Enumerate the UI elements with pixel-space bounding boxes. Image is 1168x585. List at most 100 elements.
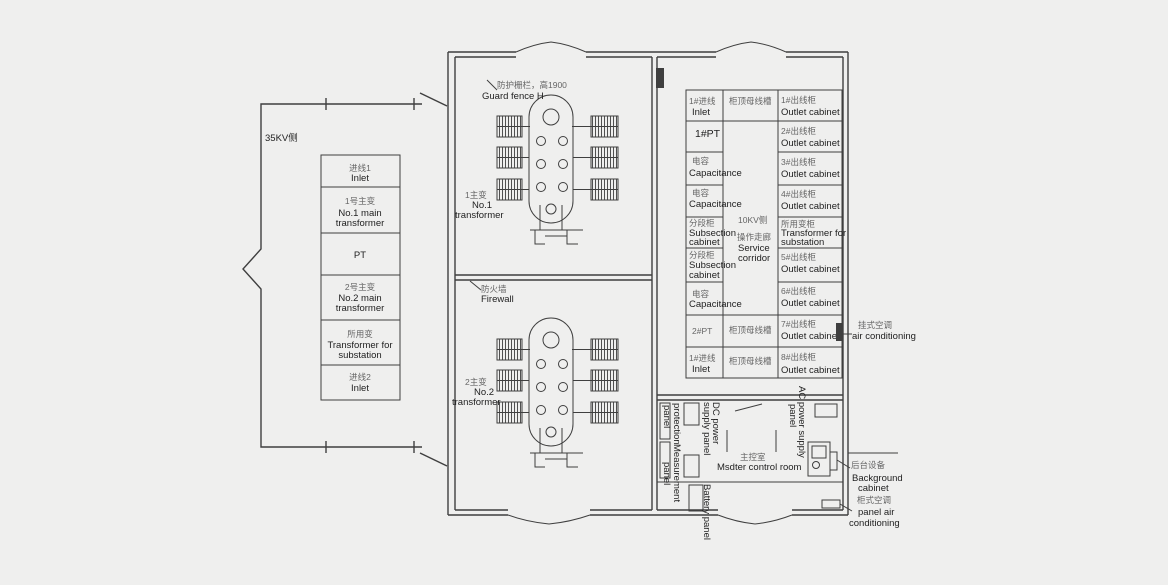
ac-power-panel-label: panel: [787, 404, 798, 427]
outlet-cabinet-en: Outlet cabinet: [781, 298, 840, 309]
battery-panel-label: Battery panel: [701, 484, 712, 540]
service-corridor-label: corridor: [738, 253, 770, 264]
protection-panel-label: panel: [661, 405, 672, 428]
guard-fence-cn: 防护栅栏，高1900: [497, 80, 567, 90]
corridor-cn: 10KV侧: [738, 215, 767, 225]
cabinet-capacitance-en: Capacitance: [689, 299, 742, 310]
ac-power-panel-cabinet: [814, 403, 838, 418]
busbar-trunking-label: 柜顶母线槽: [729, 356, 772, 366]
building-walls: [447, 51, 849, 516]
panel-ac-en: conditioning: [849, 518, 900, 529]
measurement-panel-label: Measurement: [671, 444, 682, 502]
bay-main-transformer-2-en: No.2 main: [338, 293, 381, 304]
bay-pt-label: PT: [354, 250, 366, 261]
background-cabinet: [807, 441, 838, 477]
outlet-cabinet-en: Outlet cabinet: [781, 169, 840, 180]
transformer-2-en: No.2: [474, 387, 494, 398]
bay-main-transformer-1-en: No.1 main: [338, 208, 381, 219]
firewall-cn: 防火墙: [481, 284, 507, 294]
transformer-1-en: No.1: [472, 200, 492, 211]
cabinet-1pt-label: 1#PT: [695, 128, 721, 140]
bay-main-transformer-2-en: transformer: [336, 303, 385, 314]
door-swings: [507, 41, 793, 525]
cabinet-subsection-cn: 分段柜: [689, 218, 715, 228]
cabinet-subsection-en: Subsection: [689, 260, 736, 271]
cabinet-incoming-cn: 1#进线: [689, 96, 716, 106]
busbar-trunking-label: 柜顶母线槽: [729, 325, 772, 335]
fence-leader-line: [486, 79, 498, 91]
background-cabinet-en: cabinet: [858, 483, 889, 494]
dc-power-panel-label: DC power: [710, 402, 721, 444]
wall-ac-cn: 挂式空调: [858, 320, 892, 330]
wall-ac-unit: [836, 323, 843, 341]
wall-vent-block: [656, 68, 664, 88]
outlet-cabinet-cn: 1#出线柜: [781, 95, 816, 105]
main-transformer-1: [496, 94, 619, 245]
radiator-bank-left: [496, 338, 530, 424]
background-cabinet-en: Background: [852, 473, 903, 484]
station-transformer-cabinet-en: Transformer for: [781, 228, 846, 239]
station-transformer-cabinet-en: substation: [781, 237, 824, 248]
cabinet-capacitance-cn: 电容: [692, 156, 710, 166]
transformer-2-cn: 2主变: [465, 377, 487, 387]
cabinet-subsection-en: cabinet: [689, 237, 720, 248]
firewall-en: Firewall: [481, 294, 514, 305]
outlet-cabinet-cn: 7#出线柜: [781, 319, 816, 329]
outlet-cabinet-cn: 8#出线柜: [781, 352, 816, 362]
corridor-cn: 操作走廊: [737, 232, 772, 242]
bay-station-transformer-en: substation: [338, 350, 381, 361]
transformer-1-cn: 1主变: [465, 190, 487, 200]
outlet-cabinet-cn: 6#出线柜: [781, 286, 816, 296]
bay-station-transformer-en: Transformer for: [327, 340, 392, 351]
service-corridor-label: Service: [738, 243, 770, 254]
outlet-cabinet-en: Outlet cabinet: [781, 365, 840, 376]
35kv-yard-boundary: [242, 92, 448, 467]
cabinet-incoming-cn: 1#进线: [689, 353, 716, 363]
cabinet-subsection-en: cabinet: [689, 270, 720, 281]
radiator-bank-right: [572, 115, 619, 201]
dc-power-panel-label: supply panel: [701, 402, 712, 455]
35kv-bay-column: [320, 154, 401, 401]
outlet-cabinet-en: Outlet cabinet: [781, 107, 840, 118]
station-transformer-cabinet-cn: 所用变柜: [781, 219, 816, 229]
control-room-cn: 主控室: [740, 452, 766, 462]
callout-leader-lines: [836, 452, 898, 512]
bay-incoming-2-en: Inlet: [351, 383, 369, 394]
cabinet-incoming-en: Inlet: [692, 364, 710, 375]
panel-ac-cn: 柜式空调: [857, 495, 891, 505]
cabinet-subsection-cn: 分段柜: [689, 250, 715, 260]
outlet-cabinet-en: Outlet cabinet: [781, 138, 840, 149]
cabinet-capacitance-en: Capacitance: [689, 168, 742, 179]
transformer-1-en: transformer: [455, 210, 504, 221]
cabinet-capacitance-en: Capacitance: [689, 199, 742, 210]
cabinet-capacitance-cn: 电容: [692, 188, 710, 198]
bay-station-transformer-cn: 所用变: [347, 329, 373, 339]
bay-main-transformer-1-cn: 1号主变: [345, 196, 376, 206]
outlet-cabinet-en: Outlet cabinet: [781, 201, 840, 212]
background-cabinet-cn: 后台设备: [851, 460, 886, 470]
control-room-cabinets: [657, 402, 843, 512]
cabinet-2pt-label: 2#PT: [692, 326, 712, 336]
measurement-panel-label: panel: [661, 462, 672, 485]
bay-incoming-1-cn: 进线1: [349, 163, 371, 173]
main-transformer-2: [496, 317, 619, 468]
firewall-leader-line: [469, 280, 482, 291]
switchgear-grid: [685, 89, 843, 379]
control-desk: [726, 403, 777, 452]
bay-main-transformer-2-cn: 2号主变: [345, 282, 376, 292]
35kv-side-label: 35KV侧: [265, 132, 298, 144]
cabinet-subsection-en: Subsection: [689, 228, 736, 239]
outlet-cabinet-en: Outlet cabinet: [781, 264, 840, 275]
bay-main-transformer-1-en: transformer: [336, 218, 385, 229]
transformer-2-en: transformer: [452, 397, 501, 408]
outlet-cabinet-cn: 3#出线柜: [781, 157, 816, 167]
cabinet-incoming-en: Inlet: [692, 107, 710, 118]
outlet-cabinet-cn: 4#出线柜: [781, 189, 816, 199]
radiator-bank-left: [496, 115, 530, 201]
bay-incoming-2-cn: 进线2: [349, 372, 371, 382]
guard-fence-en: Guard fence H: [482, 91, 544, 102]
outlet-cabinet-cn: 5#出线柜: [781, 252, 816, 262]
radiator-bank-right: [572, 338, 619, 424]
